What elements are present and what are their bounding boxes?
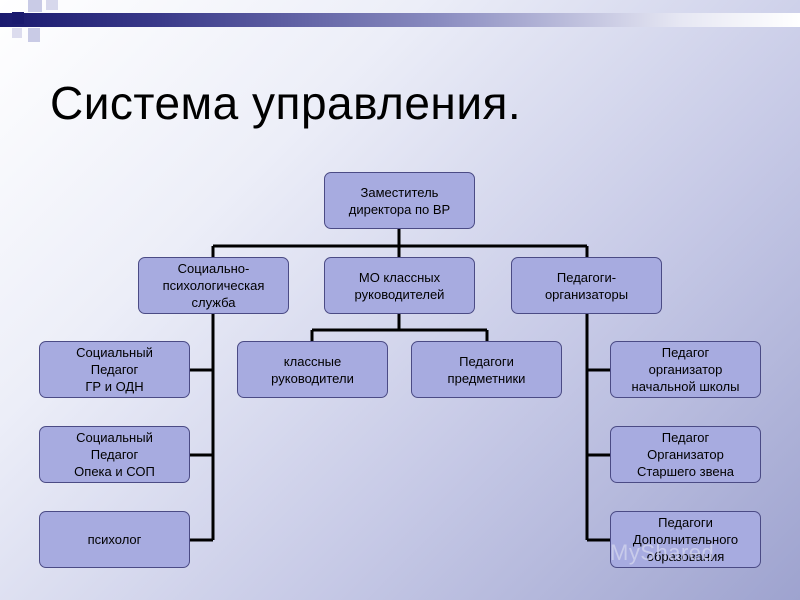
- node-social-psych-service: Социально- психологическая служба: [138, 257, 289, 314]
- watermark: MyShared: [610, 540, 715, 565]
- node-deputy-director: Заместитель директора по ВР: [324, 172, 475, 229]
- header-square-dark: [12, 12, 24, 24]
- header-square-light: [12, 28, 22, 38]
- header-gradient-bar: [0, 13, 800, 27]
- node-organizer-primary-school: Педагог организатор начальной школы: [610, 341, 761, 398]
- node-teacher-organizers: Педагоги- организаторы: [511, 257, 662, 314]
- node-social-teacher-opeka-sop: Социальный Педагог Опека и СОП: [39, 426, 190, 483]
- node-psychologist: психолог: [39, 511, 190, 568]
- header-square-light: [28, 28, 40, 42]
- node-organizer-senior-level: Педагог Организатор Старшего звена: [610, 426, 761, 483]
- node-social-teacher-gr-odn: Социальный Педагог ГР и ОДН: [39, 341, 190, 398]
- node-mo-class-teachers: МО классных руководителей: [324, 257, 475, 314]
- node-subject-teachers: Педагоги предметники: [411, 341, 562, 398]
- header-square-light: [28, 0, 42, 12]
- header-square-light: [46, 0, 58, 10]
- node-class-teachers: классные руководители: [237, 341, 388, 398]
- page-title: Система управления.: [50, 77, 522, 129]
- node-additional-education: Педагоги Дополнительного образования: [610, 511, 761, 568]
